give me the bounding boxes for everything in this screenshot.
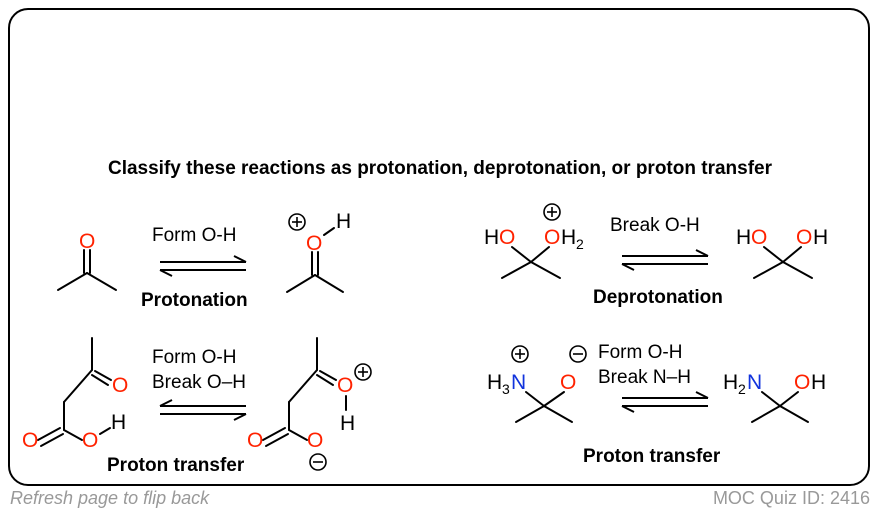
subscript-3: 3 <box>502 381 510 397</box>
question-title: Classify these reactions as protonation,… <box>107 158 773 179</box>
oxygen-atom: O <box>560 371 576 394</box>
hydrogen-atom: H <box>723 371 738 394</box>
oxygen-atom: O <box>796 226 812 249</box>
oxygen-atom: O <box>307 429 323 452</box>
equilibrium-arrow <box>159 399 247 421</box>
refresh-hint: Refresh page to flip back <box>10 488 210 508</box>
oxygen-atom: O <box>79 230 95 253</box>
subscript-2: 2 <box>738 381 746 397</box>
reaction-1-condition: Form O-H <box>152 225 236 246</box>
protonated-hydrate-reactant: H O O H 2 <box>484 203 584 279</box>
minus-charge-icon <box>569 345 587 363</box>
quiz-id: MOC Quiz ID: 2416 <box>712 488 870 508</box>
equilibrium-arrow <box>621 391 709 413</box>
reaction-4-classification: Proton transfer <box>583 446 721 467</box>
reaction-2-condition: Break O-H <box>610 215 700 236</box>
oxygen-atom: O <box>247 429 263 452</box>
reaction-2-classification: Deprotonation <box>593 287 723 308</box>
oxygen-atom: O <box>306 232 322 255</box>
ammonium-alkoxide-reactant: H 3 N O <box>487 345 587 423</box>
hydroxyl-h: H <box>811 371 826 394</box>
protonated-acetone-product: O H <box>286 210 351 293</box>
reaction-3-condition-1: Form O-H <box>152 347 236 368</box>
equilibrium-arrow <box>621 249 709 271</box>
reaction-3: O O O H Form O-H Break O–H Proton transf… <box>22 337 372 476</box>
equilibrium-arrow <box>159 255 247 277</box>
amino-alcohol-product: H 2 N O H <box>723 371 826 423</box>
reaction-3-condition-2: Break O–H <box>152 372 246 393</box>
plus-charge-icon <box>511 345 529 363</box>
oxygen-atom: O <box>544 226 560 249</box>
oxygen-atom: O <box>794 371 810 394</box>
quiz-card <box>8 8 870 486</box>
hydrogen-atom: H <box>111 411 126 434</box>
reaction-2: H O O H 2 Break O-H Deprotonation H O <box>484 203 828 308</box>
reaction-4: H 3 N O Form O-H Break N–H <box>487 342 826 467</box>
acetoacetic-acid-reactant: O O O H <box>22 337 128 452</box>
plus-charge-icon <box>543 203 561 221</box>
acetone-reactant: O <box>57 230 117 291</box>
oxygen-atom: O <box>22 429 38 452</box>
hydrogen-atom: H <box>487 371 502 394</box>
oxygen-atom: O <box>337 374 353 397</box>
nitrogen-atom: N <box>747 371 762 394</box>
hydroxyl-h: H <box>484 226 499 249</box>
plus-charge-icon <box>354 363 372 381</box>
reaction-4-condition-2: Break N–H <box>598 367 691 388</box>
oxygen-atom: O <box>499 226 515 249</box>
hydroxyl-h: H <box>736 226 751 249</box>
minus-charge-icon <box>309 453 327 471</box>
zwitterion-product: O H O O <box>247 337 372 471</box>
oxygen-atom: O <box>82 429 98 452</box>
hydrogen-atom: H <box>561 226 576 249</box>
oxygen-atom: O <box>112 374 128 397</box>
oxygen-atom: O <box>751 226 767 249</box>
nitrogen-atom: N <box>511 371 526 394</box>
subscript-2: 2 <box>576 236 584 252</box>
hydrogen-atom: H <box>340 412 355 435</box>
reaction-4-condition-1: Form O-H <box>598 342 682 363</box>
reaction-1-classification: Protonation <box>141 290 248 311</box>
hydrate-product: H O O H <box>736 226 828 279</box>
plus-charge-icon <box>288 213 306 231</box>
reaction-1: O Form O-H Protonation O H <box>57 210 351 311</box>
hydrogen-atom: H <box>336 210 351 233</box>
reaction-3-classification: Proton transfer <box>107 455 245 476</box>
hydroxyl-h: H <box>813 226 828 249</box>
